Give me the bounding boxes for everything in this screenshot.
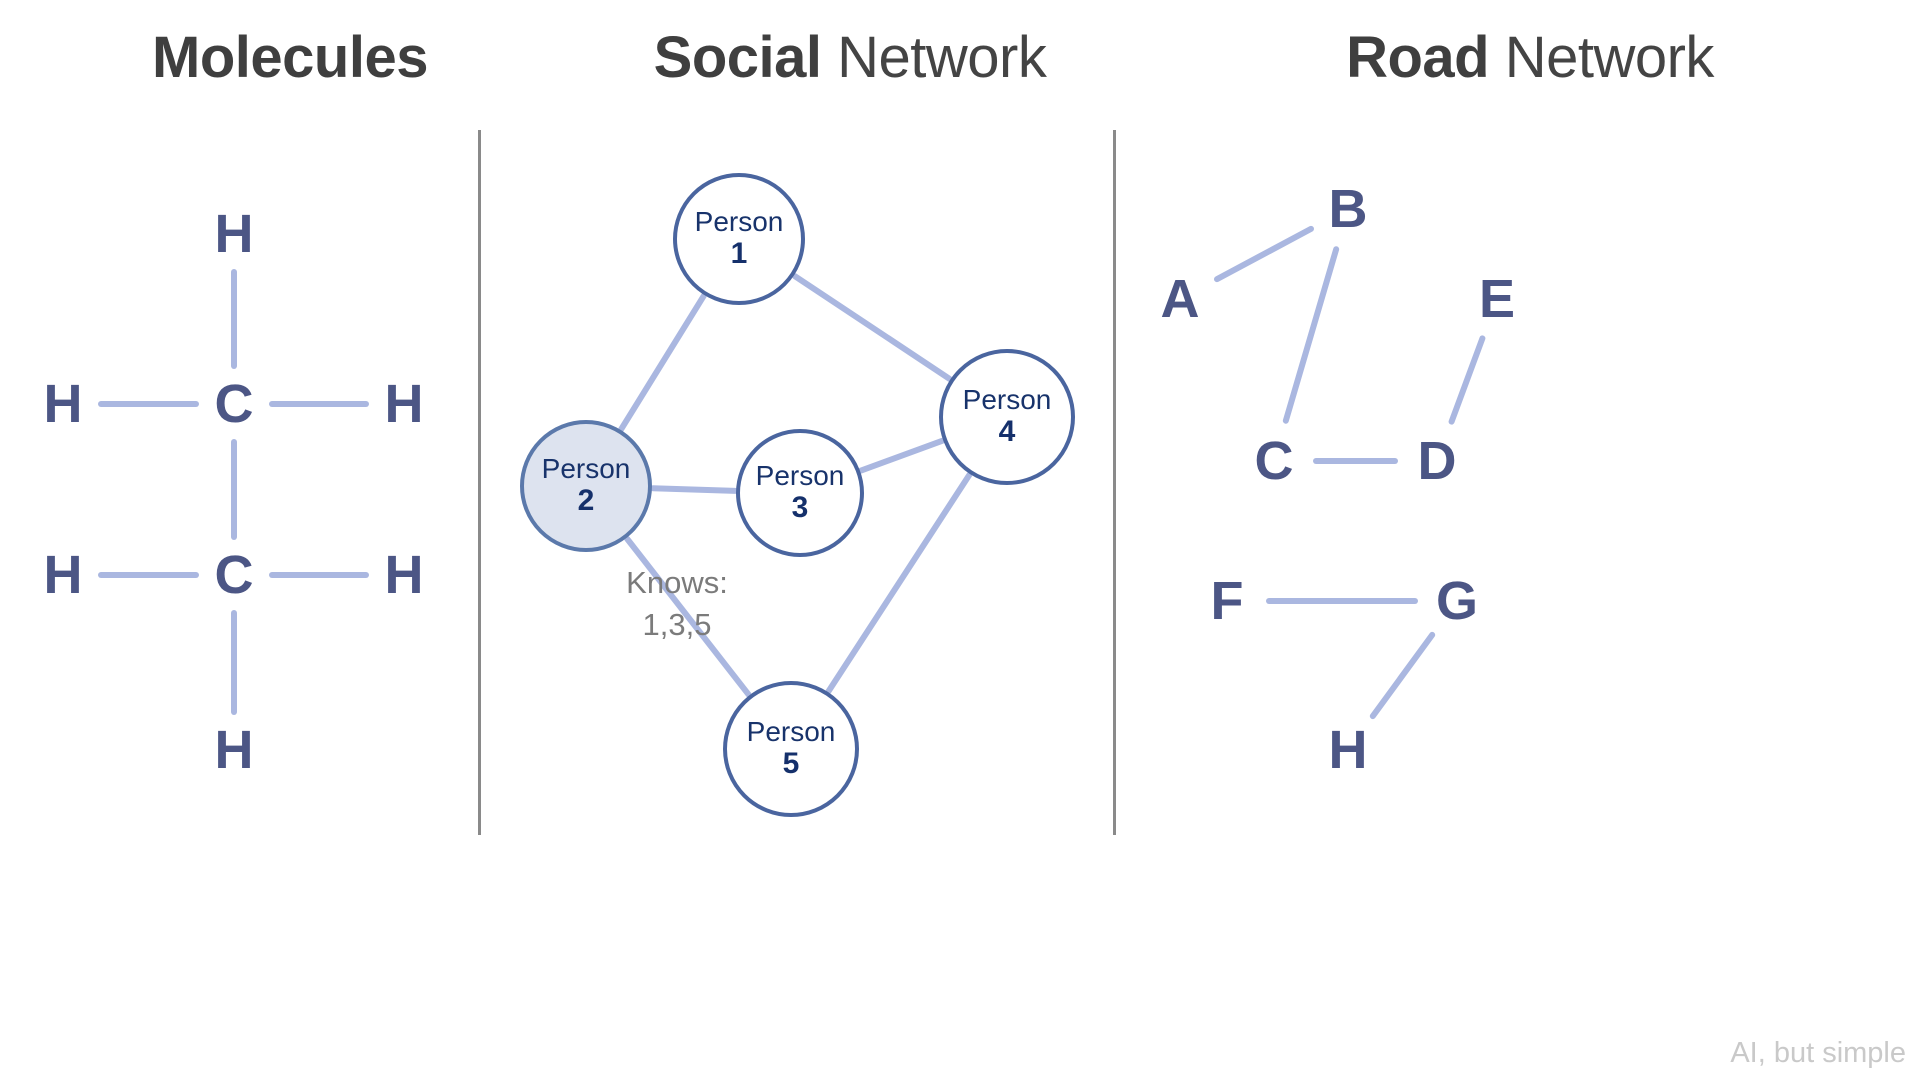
atom-label-C_lower: C	[214, 545, 254, 605]
panel-title-molecules-bold: Molecules	[152, 25, 428, 90]
panel-divider-right	[1113, 130, 1116, 835]
person-node-5-number: 5	[782, 747, 800, 781]
social-edge-3-4	[858, 437, 946, 474]
atom-label-H_right_upper: H	[384, 374, 424, 434]
person-node-4-label: Person	[962, 384, 1052, 416]
panel-divider-left	[478, 130, 481, 835]
panel-title-social: Social Network	[580, 26, 1120, 90]
road-node-E[interactable]: E	[1478, 269, 1516, 329]
atom-label-H_left_lower: H	[43, 545, 83, 605]
road-node-H[interactable]: H	[1328, 720, 1368, 780]
road-node-C[interactable]: C	[1254, 431, 1294, 491]
molecule-bond-group	[98, 269, 369, 715]
atom-label-H_top: H	[214, 204, 254, 264]
person-node-2-label: Person	[541, 453, 631, 485]
social-edge-1-4	[791, 273, 953, 382]
person-node-4-number: 4	[998, 415, 1016, 449]
atom-label-H_bottom: H	[214, 720, 254, 780]
road-edge-G-H	[1369, 631, 1436, 720]
person-node-1-number: 1	[730, 237, 748, 271]
road-node-A[interactable]: A	[1160, 269, 1200, 329]
atom-label-C_upper: C	[214, 374, 254, 434]
road-node-D[interactable]: D	[1417, 431, 1457, 491]
person-node-1-label: Person	[694, 206, 784, 238]
person-node-2-number: 2	[577, 484, 595, 518]
panel-title-social-bold: Social	[653, 25, 822, 90]
road-node-F[interactable]: F	[1210, 571, 1244, 631]
social-edge-1-2	[618, 292, 707, 433]
person-node-3-number: 3	[791, 491, 809, 525]
road-edge-D-E	[1448, 335, 1486, 425]
road-edge-A-B	[1214, 225, 1314, 283]
panel-title-road: Road Network	[1140, 26, 1920, 90]
panel-title-road-light: Network	[1489, 25, 1715, 90]
road-node-B[interactable]: B	[1328, 179, 1368, 239]
atom-label-H_right_lower: H	[384, 545, 424, 605]
road-edge-B-C	[1282, 246, 1340, 424]
person-node-5-label: Person	[746, 716, 836, 748]
social-edge-2-3	[649, 485, 739, 494]
knows-annotation-line-1: Knows:	[626, 565, 728, 600]
panel-title-road-bold: Road	[1346, 25, 1490, 90]
knows-annotation: Knows: 1,3,5	[592, 562, 762, 646]
atom-label-H_left_upper: H	[43, 374, 83, 434]
panel-title-molecules: Molecules	[100, 26, 480, 90]
watermark: AI, but simple	[1730, 1037, 1906, 1069]
road-node-G[interactable]: G	[1435, 571, 1479, 631]
panel-title-social-light: Network	[821, 25, 1047, 90]
person-node-3-label: Person	[755, 460, 845, 492]
knows-annotation-line-2: 1,3,5	[642, 606, 712, 642]
